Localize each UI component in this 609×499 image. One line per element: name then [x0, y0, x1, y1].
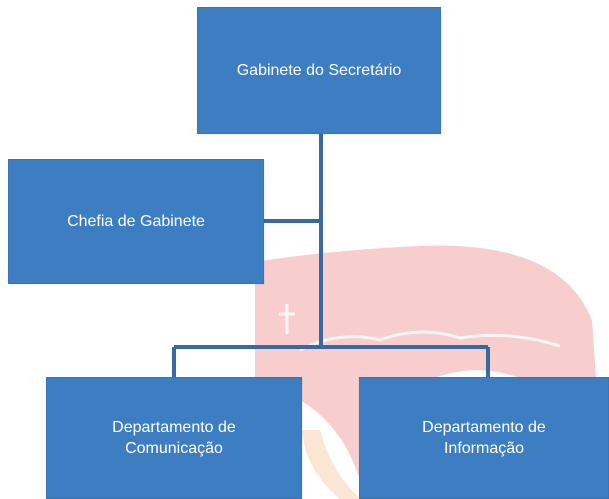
- node-label: Chefia de Gabinete: [67, 213, 205, 230]
- node-departamento-comunicacao: Departamento de Comunicação: [46, 377, 302, 499]
- node-label: Departamento de Informação: [422, 419, 546, 457]
- watermark-mountain-line: [299, 330, 561, 352]
- node-label: Departamento de Comunicação: [112, 419, 236, 457]
- node-label: Gabinete do Secretário: [236, 62, 402, 79]
- watermark-cross-icon: [279, 304, 295, 334]
- watermark-emblem-shape: [255, 245, 596, 499]
- node-departamento-informacao: Departamento de Informação: [359, 377, 609, 499]
- watermark-peach-arc: [302, 430, 360, 499]
- node-gabinete-secretario: Gabinete do Secretário: [197, 7, 441, 134]
- node-chefia-gabinete: Chefia de Gabinete: [8, 159, 264, 284]
